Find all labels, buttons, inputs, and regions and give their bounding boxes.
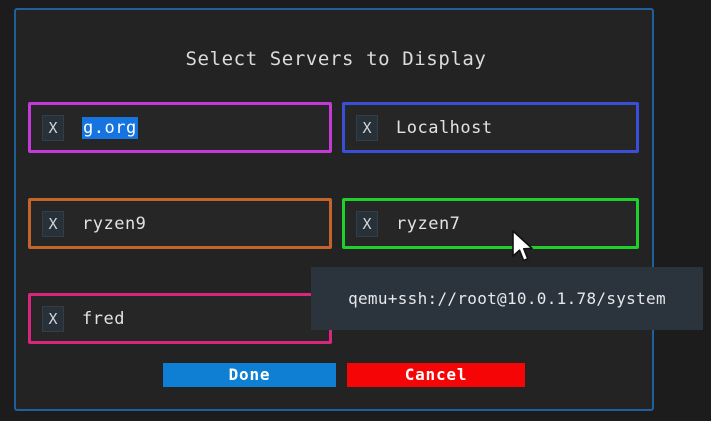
server-entry-g-org[interactable]: X g.org <box>28 102 332 153</box>
checkbox-ryzen9[interactable]: X <box>42 210 64 237</box>
checkbox-localhost[interactable]: X <box>356 114 378 141</box>
checkbox-g-org[interactable]: X <box>42 114 64 141</box>
server-selection-dialog: Select Servers to Display X g.org X Loca… <box>14 8 654 411</box>
server-entry-ryzen7[interactable]: X ryzen7 <box>342 198 639 249</box>
server-entry-fred[interactable]: X fred <box>28 293 332 344</box>
done-button[interactable]: Done <box>163 363 336 387</box>
server-label-g-org: g.org <box>82 116 138 139</box>
cancel-button[interactable]: Cancel <box>347 363 525 387</box>
server-entry-ryzen9[interactable]: X ryzen9 <box>28 198 332 249</box>
server-label-localhost: Localhost <box>396 117 493 138</box>
checkbox-fred[interactable]: X <box>42 305 64 332</box>
server-label-ryzen9: ryzen9 <box>82 213 147 234</box>
server-label-ryzen7: ryzen7 <box>396 213 461 234</box>
page-title: Select Servers to Display <box>185 48 487 70</box>
checkbox-ryzen7[interactable]: X <box>356 210 378 237</box>
server-entry-localhost[interactable]: X Localhost <box>342 102 639 153</box>
connection-uri-tooltip: qemu+ssh://root@10.0.1.78/system <box>311 267 703 330</box>
server-label-fred: fred <box>82 308 125 329</box>
